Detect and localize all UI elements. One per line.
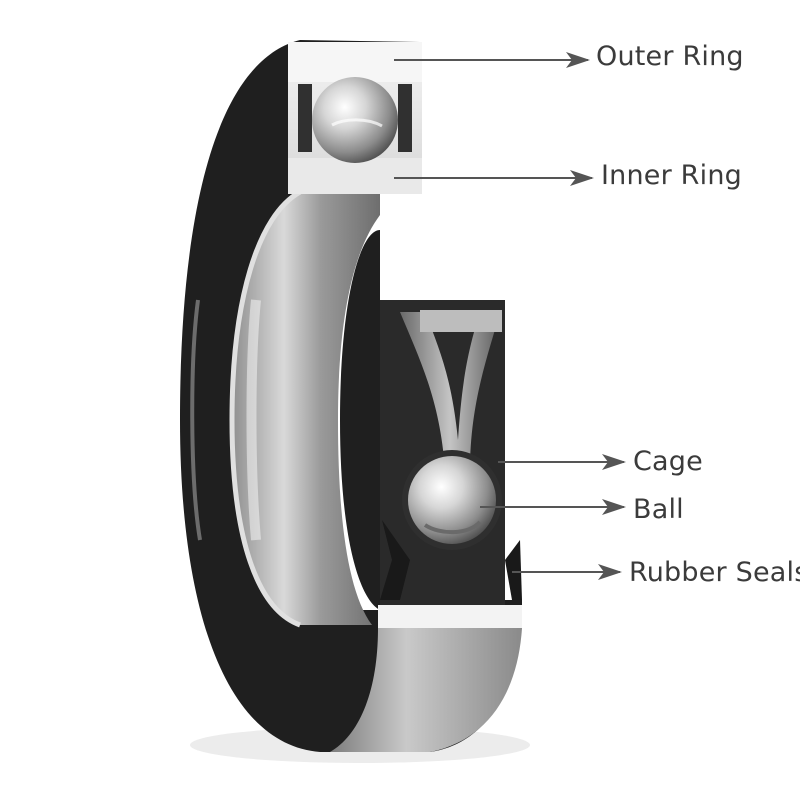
lower-cutaway [380, 300, 522, 610]
label-outer-ring: Outer Ring [596, 41, 744, 72]
rubber-seal-left [380, 520, 410, 600]
lower-ball [408, 456, 496, 544]
top-cross-section [288, 42, 422, 194]
bottom-section [330, 605, 522, 752]
leader-lines [394, 52, 626, 580]
label-rubber-seals: Rubber Seals [629, 557, 800, 588]
label-inner-ring: Inner Ring [601, 160, 742, 191]
rubber-seal-right [505, 540, 522, 600]
label-ball: Ball [633, 494, 684, 525]
label-cage: Cage [633, 446, 703, 477]
cage-shape [400, 312, 500, 470]
inner-bore [229, 189, 380, 628]
